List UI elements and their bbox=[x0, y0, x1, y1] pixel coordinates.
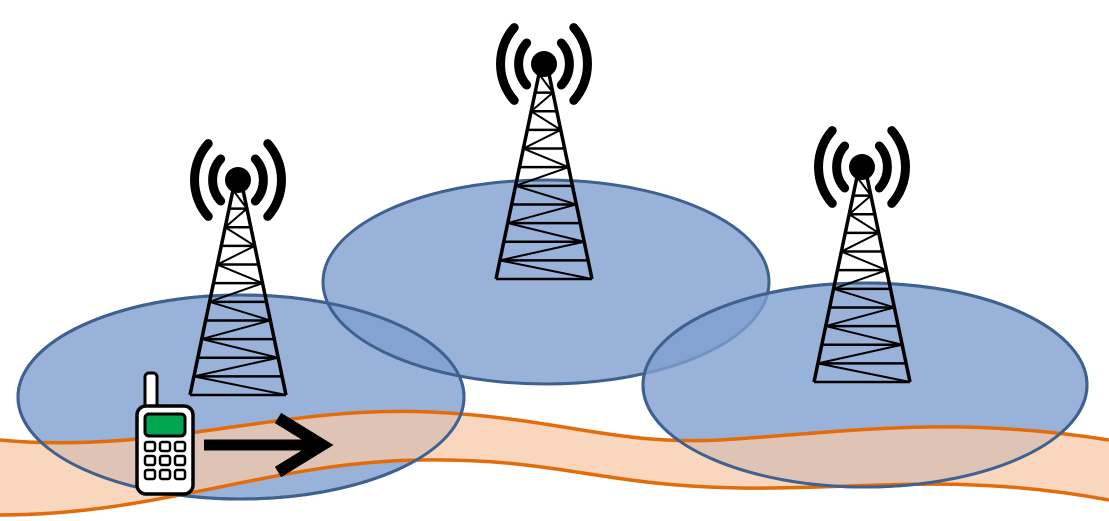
radio-waves bbox=[190, 139, 286, 221]
lattice-mast bbox=[188, 189, 288, 397]
mobile-phone-icon bbox=[135, 371, 195, 496]
cell-outlines bbox=[16, 281, 1089, 501]
lattice-mast bbox=[494, 73, 594, 281]
tower-center bbox=[494, 23, 594, 281]
cell-left-outline bbox=[16, 293, 466, 501]
radio-waves bbox=[814, 126, 910, 208]
tower-left bbox=[188, 139, 288, 397]
lattice-mast bbox=[812, 176, 912, 384]
tower-right bbox=[812, 126, 912, 384]
antenna-ball bbox=[849, 154, 875, 180]
radio-waves bbox=[496, 23, 592, 105]
road-band bbox=[0, 411, 1109, 515]
antenna-ball bbox=[531, 51, 557, 77]
cell-right-outline bbox=[641, 281, 1089, 489]
cell-center bbox=[321, 178, 771, 386]
radio-tower-icon bbox=[494, 23, 594, 281]
mobile-phone bbox=[135, 371, 195, 496]
road-edge-top bbox=[0, 409, 1109, 445]
phone-keypad bbox=[143, 440, 187, 481]
phone-screen bbox=[143, 412, 187, 438]
motion-arrow-icon bbox=[204, 412, 334, 478]
radio-tower-icon bbox=[188, 139, 288, 397]
radio-tower-icon bbox=[812, 126, 912, 384]
antenna-ball bbox=[225, 167, 251, 193]
